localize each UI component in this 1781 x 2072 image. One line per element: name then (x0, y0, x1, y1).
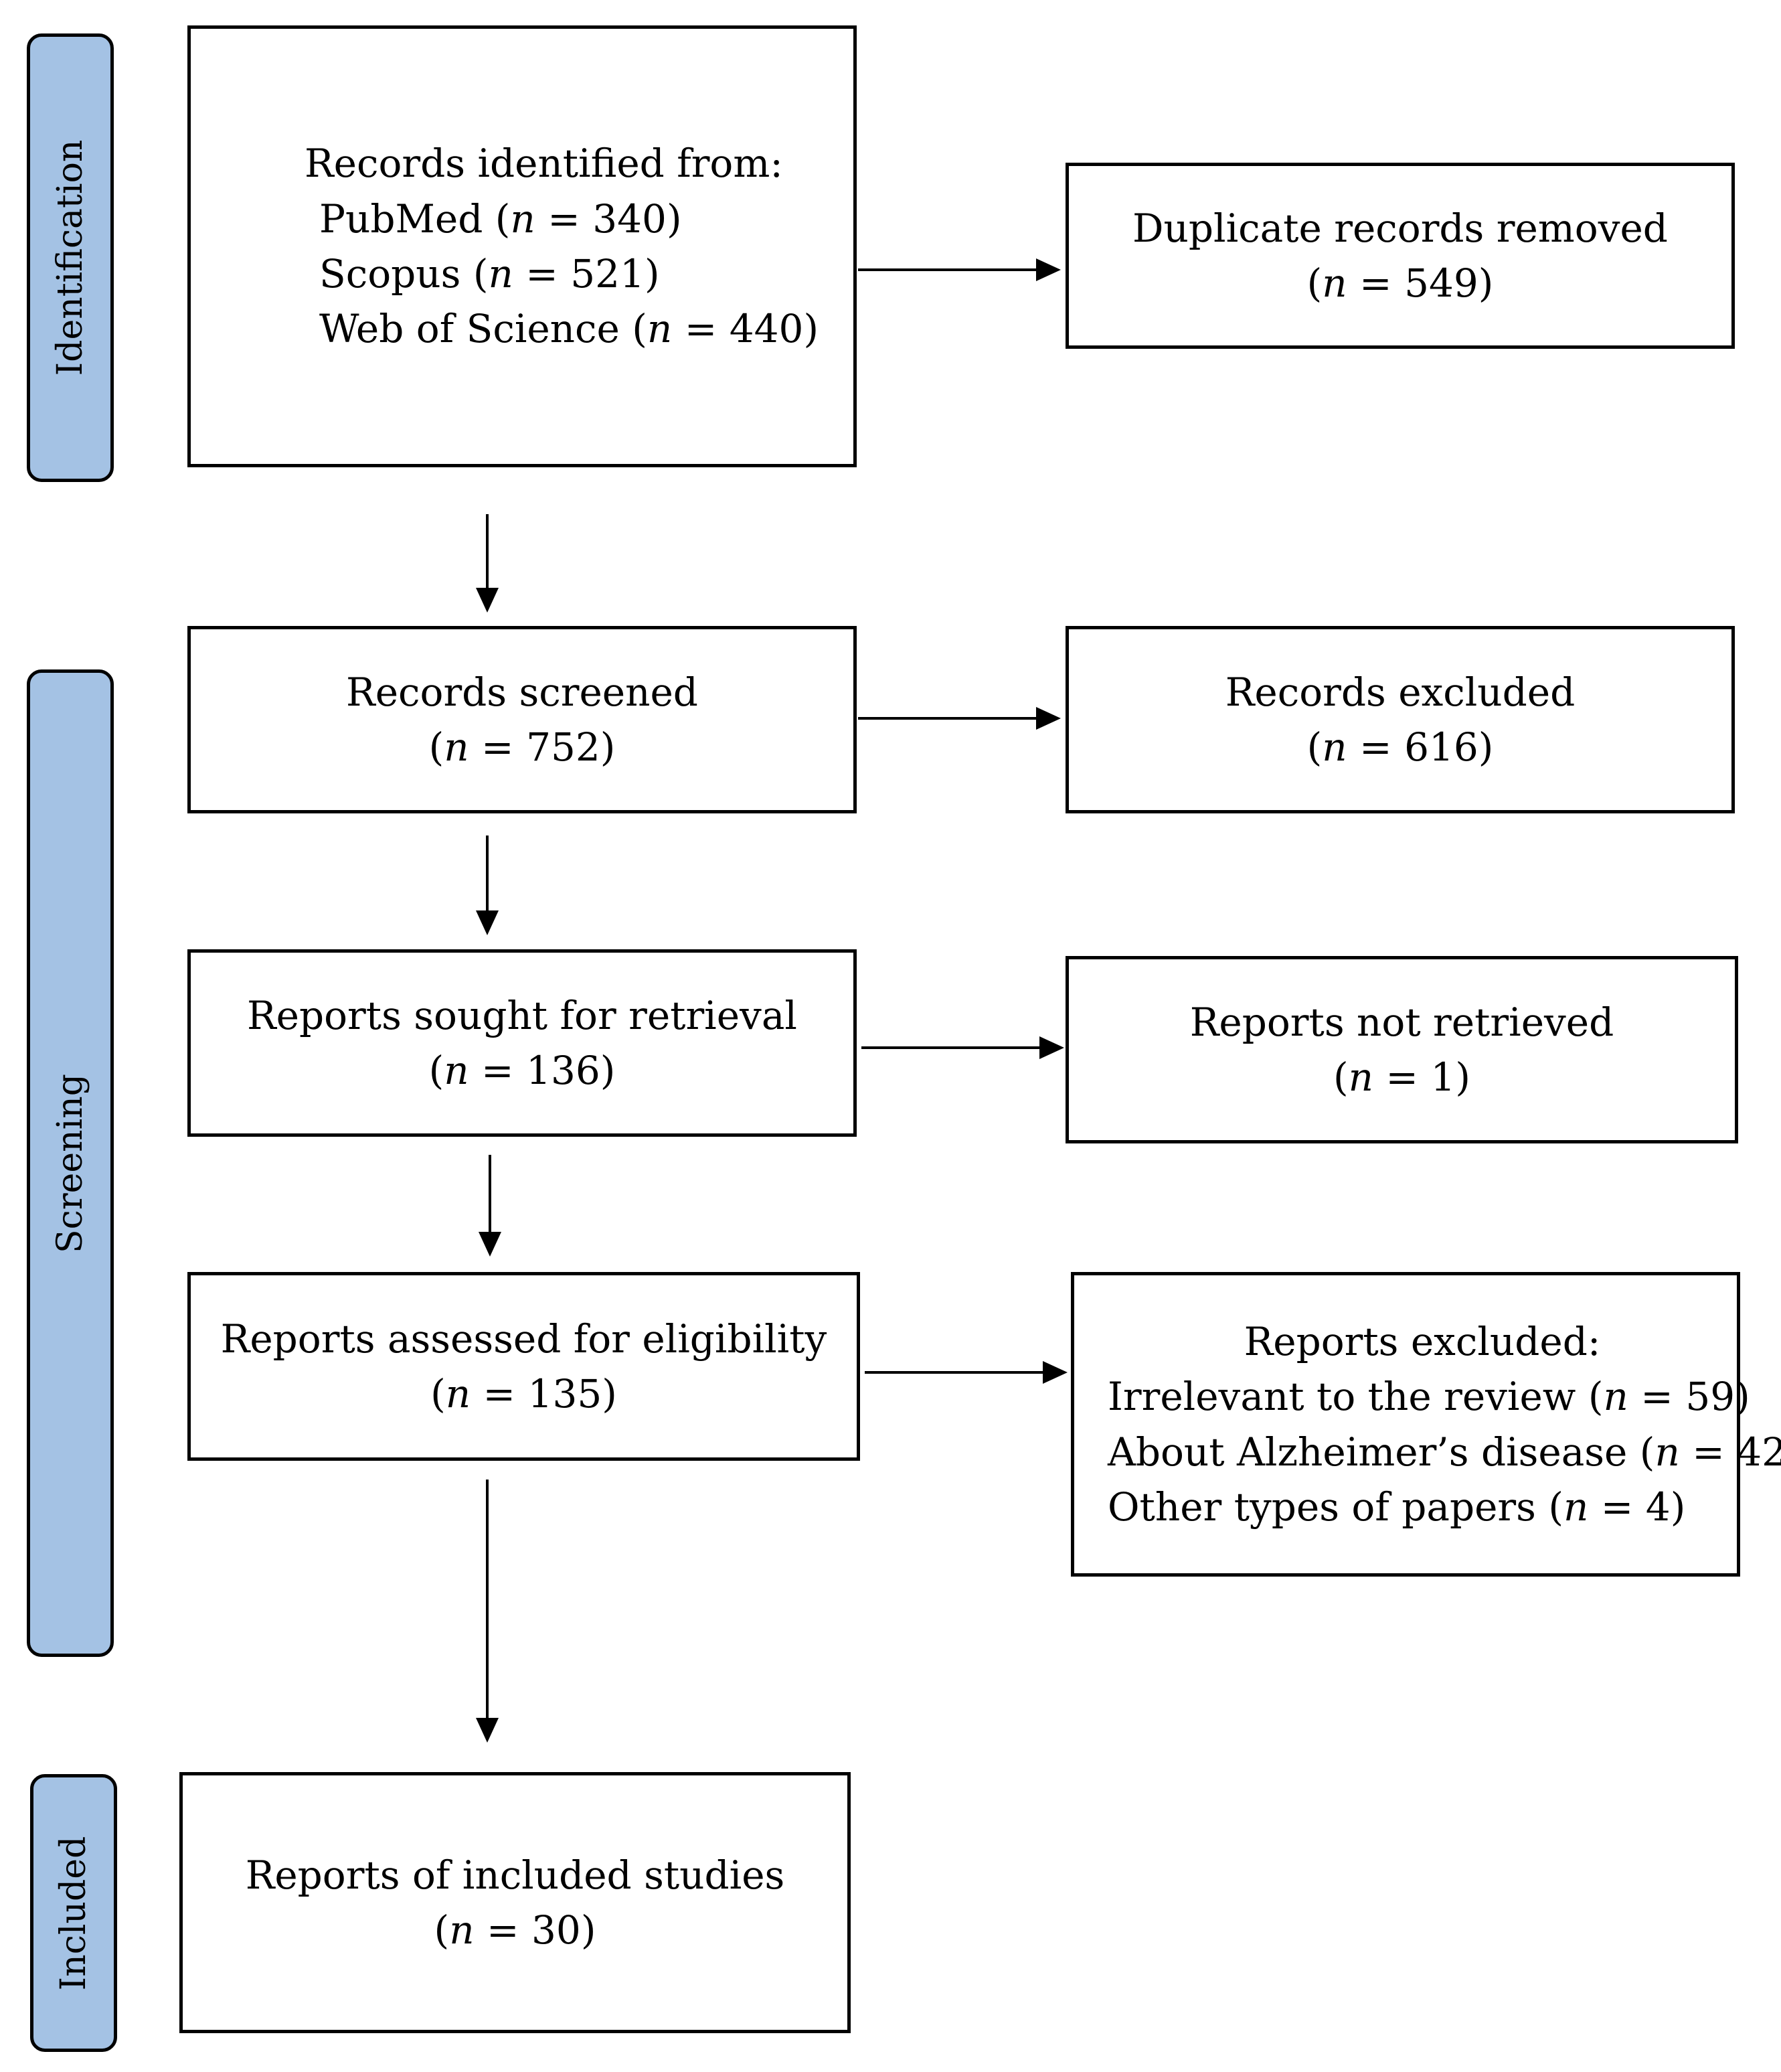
stage-screening: Screening (27, 669, 114, 1657)
stage-included: Included (30, 1774, 117, 2052)
duplicates-removed-box: Duplicate records removed (n = 549) (1066, 163, 1735, 349)
records-identified-title: Records identified from: (305, 141, 783, 187)
included-studies-title: Reports of included studies (245, 1852, 785, 1898)
included-studies-count: (n = 30) (434, 1907, 596, 1953)
reports-sought-box: Reports sought for retrieval (n = 136) (187, 949, 857, 1137)
duplicates-removed-title: Duplicate records removed (1132, 205, 1668, 251)
arrow-to-included (476, 1480, 499, 1743)
arrow-to-records-excluded (858, 707, 1061, 730)
reports-not-retrieved-count: (n = 1) (1333, 1054, 1470, 1100)
source-scopus: Scopus (n = 521) (319, 251, 660, 297)
included-studies-box: Reports of included studies (n = 30) (179, 1772, 851, 2033)
reports-sought-count: (n = 136) (428, 1048, 616, 1093)
records-identified-box: Records identified from: PubMed (n = 340… (187, 25, 857, 467)
arrow-to-sought (476, 835, 499, 935)
duplicates-removed-count: (n = 549) (1306, 260, 1494, 306)
arrow-to-reports-excluded (865, 1361, 1068, 1384)
records-excluded-title: Records excluded (1225, 669, 1576, 715)
reports-excluded-title: Reports excluded: (1244, 1318, 1601, 1364)
reports-assessed-box: Reports assessed for eligibility (n = 13… (187, 1272, 860, 1461)
records-excluded-box: Records excluded (n = 616) (1066, 626, 1735, 813)
reports-sought-title: Reports sought for retrieval (247, 992, 797, 1038)
source-web-of-science: Web of Science (n = 440) (319, 306, 819, 352)
source-pubmed: PubMed (n = 340) (319, 195, 682, 242)
reports-assessed-title: Reports assessed for eligibility (220, 1316, 827, 1362)
arrow-to-assessed (479, 1155, 501, 1257)
reports-assessed-count: (n = 135) (430, 1371, 617, 1417)
arrow-to-screened (476, 514, 499, 613)
records-screened-box: Records screened (n = 752) (187, 626, 857, 813)
reason-other-types: Other types of papers (n = 4) (1108, 1484, 1686, 1530)
reports-not-retrieved-title: Reports not retrieved (1189, 999, 1614, 1045)
reports-not-retrieved-box: Reports not retrieved (n = 1) (1066, 956, 1738, 1143)
records-screened-title: Records screened (346, 669, 698, 715)
arrow-to-duplicates (858, 258, 1061, 281)
records-screened-count: (n = 752) (428, 724, 616, 770)
reports-excluded-box: Reports excluded: Irrelevant to the revi… (1071, 1272, 1781, 1577)
records-excluded-count: (n = 616) (1306, 724, 1494, 770)
arrow-to-not-retrieved (861, 1036, 1064, 1059)
reason-alzheimers: About Alzheimer’s disease (n = 42) (1108, 1429, 1781, 1475)
stage-identification: Identification (27, 33, 114, 482)
reason-irrelevant: Irrelevant to the review (n = 59) (1108, 1374, 1750, 1420)
